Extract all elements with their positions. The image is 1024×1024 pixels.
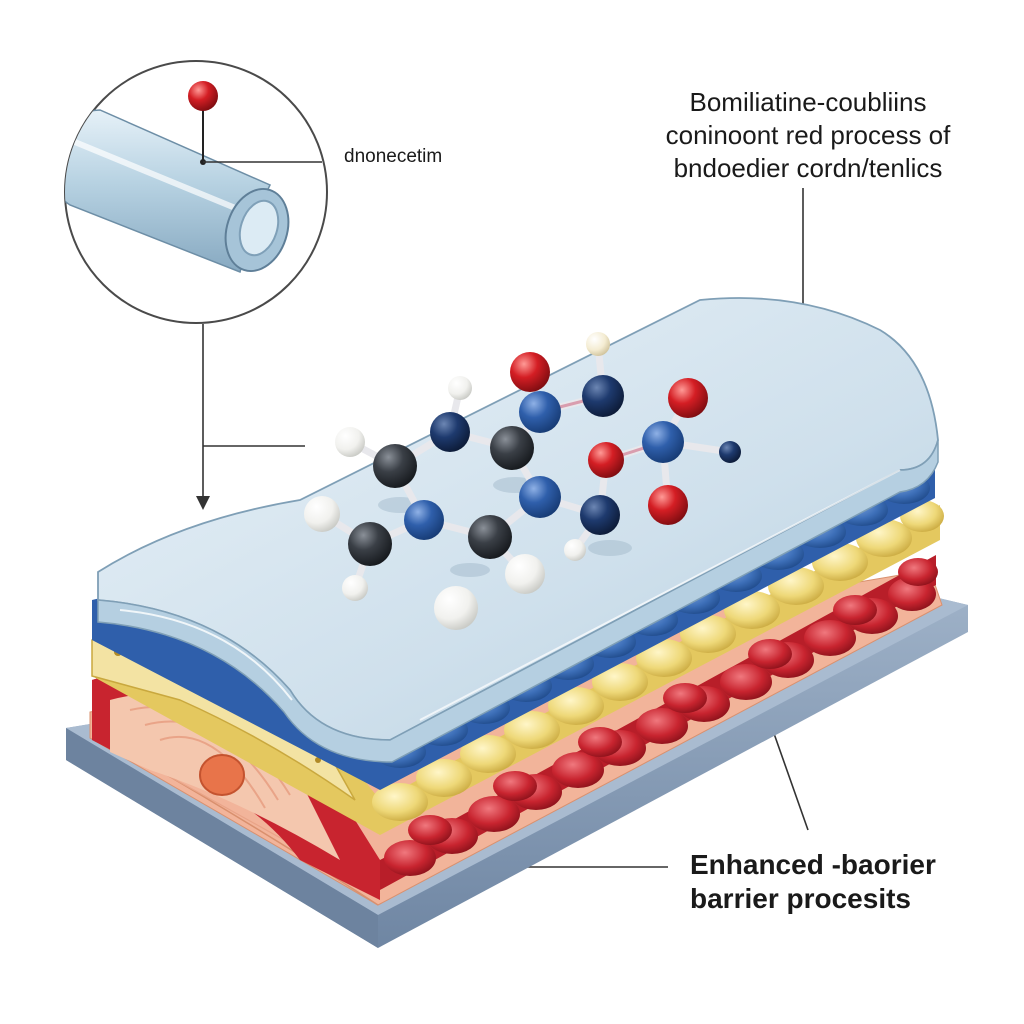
process-description-line-2: coninoont red process of xyxy=(665,120,951,150)
red-cell-row xyxy=(384,558,938,876)
barrier-label-line-1: Enhanced -baorier xyxy=(690,849,936,880)
process-description-line-3: bndoedier cordn/tenlics xyxy=(673,153,943,183)
cross-section-arch xyxy=(92,671,380,900)
pointer-arrow-icon xyxy=(196,496,210,510)
barrier-label-line-2: barrier procesits xyxy=(690,883,911,914)
magnifier-inset-circle xyxy=(64,60,328,324)
atom-set xyxy=(304,332,741,630)
barrier-label: Enhanced -baorier barrier procesits xyxy=(690,848,936,916)
inset-label: dnonecetim xyxy=(344,146,443,167)
molecule xyxy=(304,332,741,630)
process-description-label: Bomiliatine-coubliins coninoont red proc… xyxy=(628,86,988,185)
process-description-line-1: Bomiliatine-coubliins xyxy=(689,87,927,117)
